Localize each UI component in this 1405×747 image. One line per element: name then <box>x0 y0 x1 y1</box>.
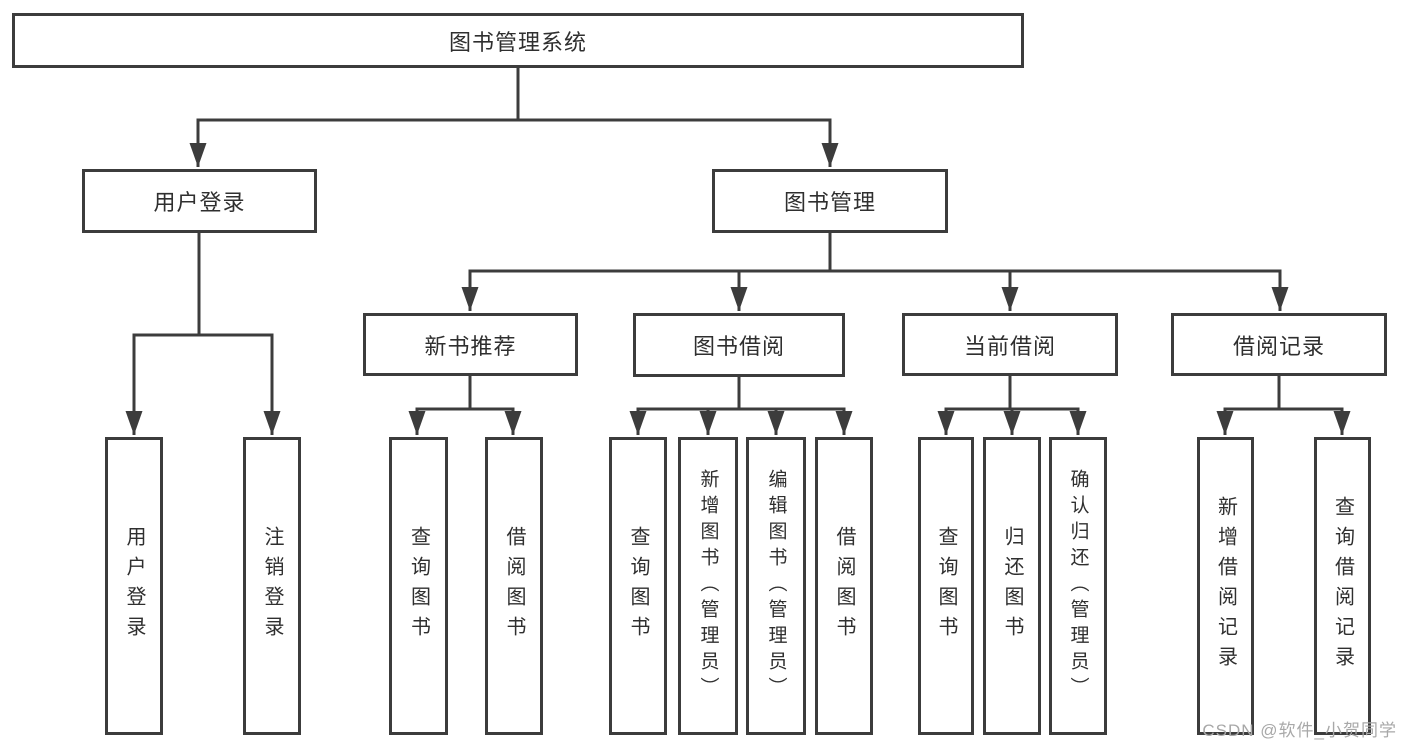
leaf-query-book-2: 查询图书 <box>609 437 667 735</box>
node-current-borrow: 当前借阅 <box>902 313 1118 376</box>
leaf-logout: 注销登录 <box>243 437 301 735</box>
node-book-management: 图书管理 <box>712 169 948 233</box>
leaf-query-book-1: 查询图书 <box>389 437 448 735</box>
node-new-book-recommend: 新书推荐 <box>363 313 578 376</box>
leaf-return-book: 归还图书 <box>983 437 1041 735</box>
csdn-watermark: CSDN @软件_小贺同学 <box>1202 721 1397 740</box>
node-borrow-record: 借阅记录 <box>1171 313 1387 376</box>
node-library-system: 图书管理系统 <box>12 13 1024 68</box>
leaf-query-borrow-record: 查询借阅记录 <box>1314 437 1371 735</box>
leaf-borrow-book-2: 借阅图书 <box>815 437 873 735</box>
leaf-user-login: 用户登录 <box>105 437 163 735</box>
leaf-borrow-book-1: 借阅图书 <box>485 437 543 735</box>
leaf-query-book-3: 查询图书 <box>918 437 974 735</box>
leaf-confirm-return-admin: 确认归还（管理员） <box>1049 437 1107 735</box>
node-user-login: 用户登录 <box>82 169 317 233</box>
leaf-edit-book-admin: 编辑图书（管理员） <box>746 437 806 735</box>
node-book-borrow: 图书借阅 <box>633 313 845 377</box>
leaf-add-borrow-record: 新增借阅记录 <box>1197 437 1254 735</box>
leaf-add-book-admin: 新增图书（管理员） <box>678 437 738 735</box>
